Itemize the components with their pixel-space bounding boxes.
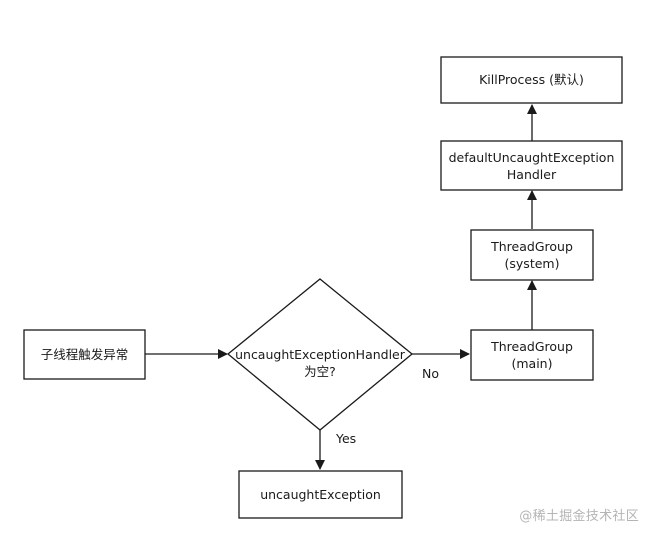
node-threadgroup-system-line1: ThreadGroup [490,239,573,254]
node-uncaught-exception-label: uncaughtException [260,487,381,502]
watermark: @稀土掘金技术社区 [519,509,639,524]
edge-label-yes: Yes [335,431,356,446]
node-decision-label-line1: uncaughtExceptionHandler [235,347,406,362]
node-default-handler-line2: Handler [507,167,557,182]
node-uncaught-exception: uncaughtException [238,470,403,519]
node-thread-exception-label: 子线程触发异常 [41,347,129,362]
node-threadgroup-main: ThreadGroup (main) [470,329,594,381]
node-decision-label-line2: 为空? [304,364,336,379]
node-default-handler-line1: defaultUncaughtException [449,150,615,165]
node-kill-process-label: KillProcess (默认) [479,72,584,87]
node-threadgroup-main-line1: ThreadGroup [490,339,573,354]
node-threadgroup-system: ThreadGroup (system) [470,229,594,281]
node-default-handler: defaultUncaughtException Handler [440,140,623,191]
node-kill-process: KillProcess (默认) [440,56,623,104]
node-threadgroup-system-line2: (system) [505,256,560,271]
node-threadgroup-main-line2: (main) [512,356,553,371]
edge-label-no: No [422,366,439,381]
node-thread-exception: 子线程触发异常 [23,329,146,380]
node-decision: uncaughtExceptionHandler 为空? [226,278,414,431]
